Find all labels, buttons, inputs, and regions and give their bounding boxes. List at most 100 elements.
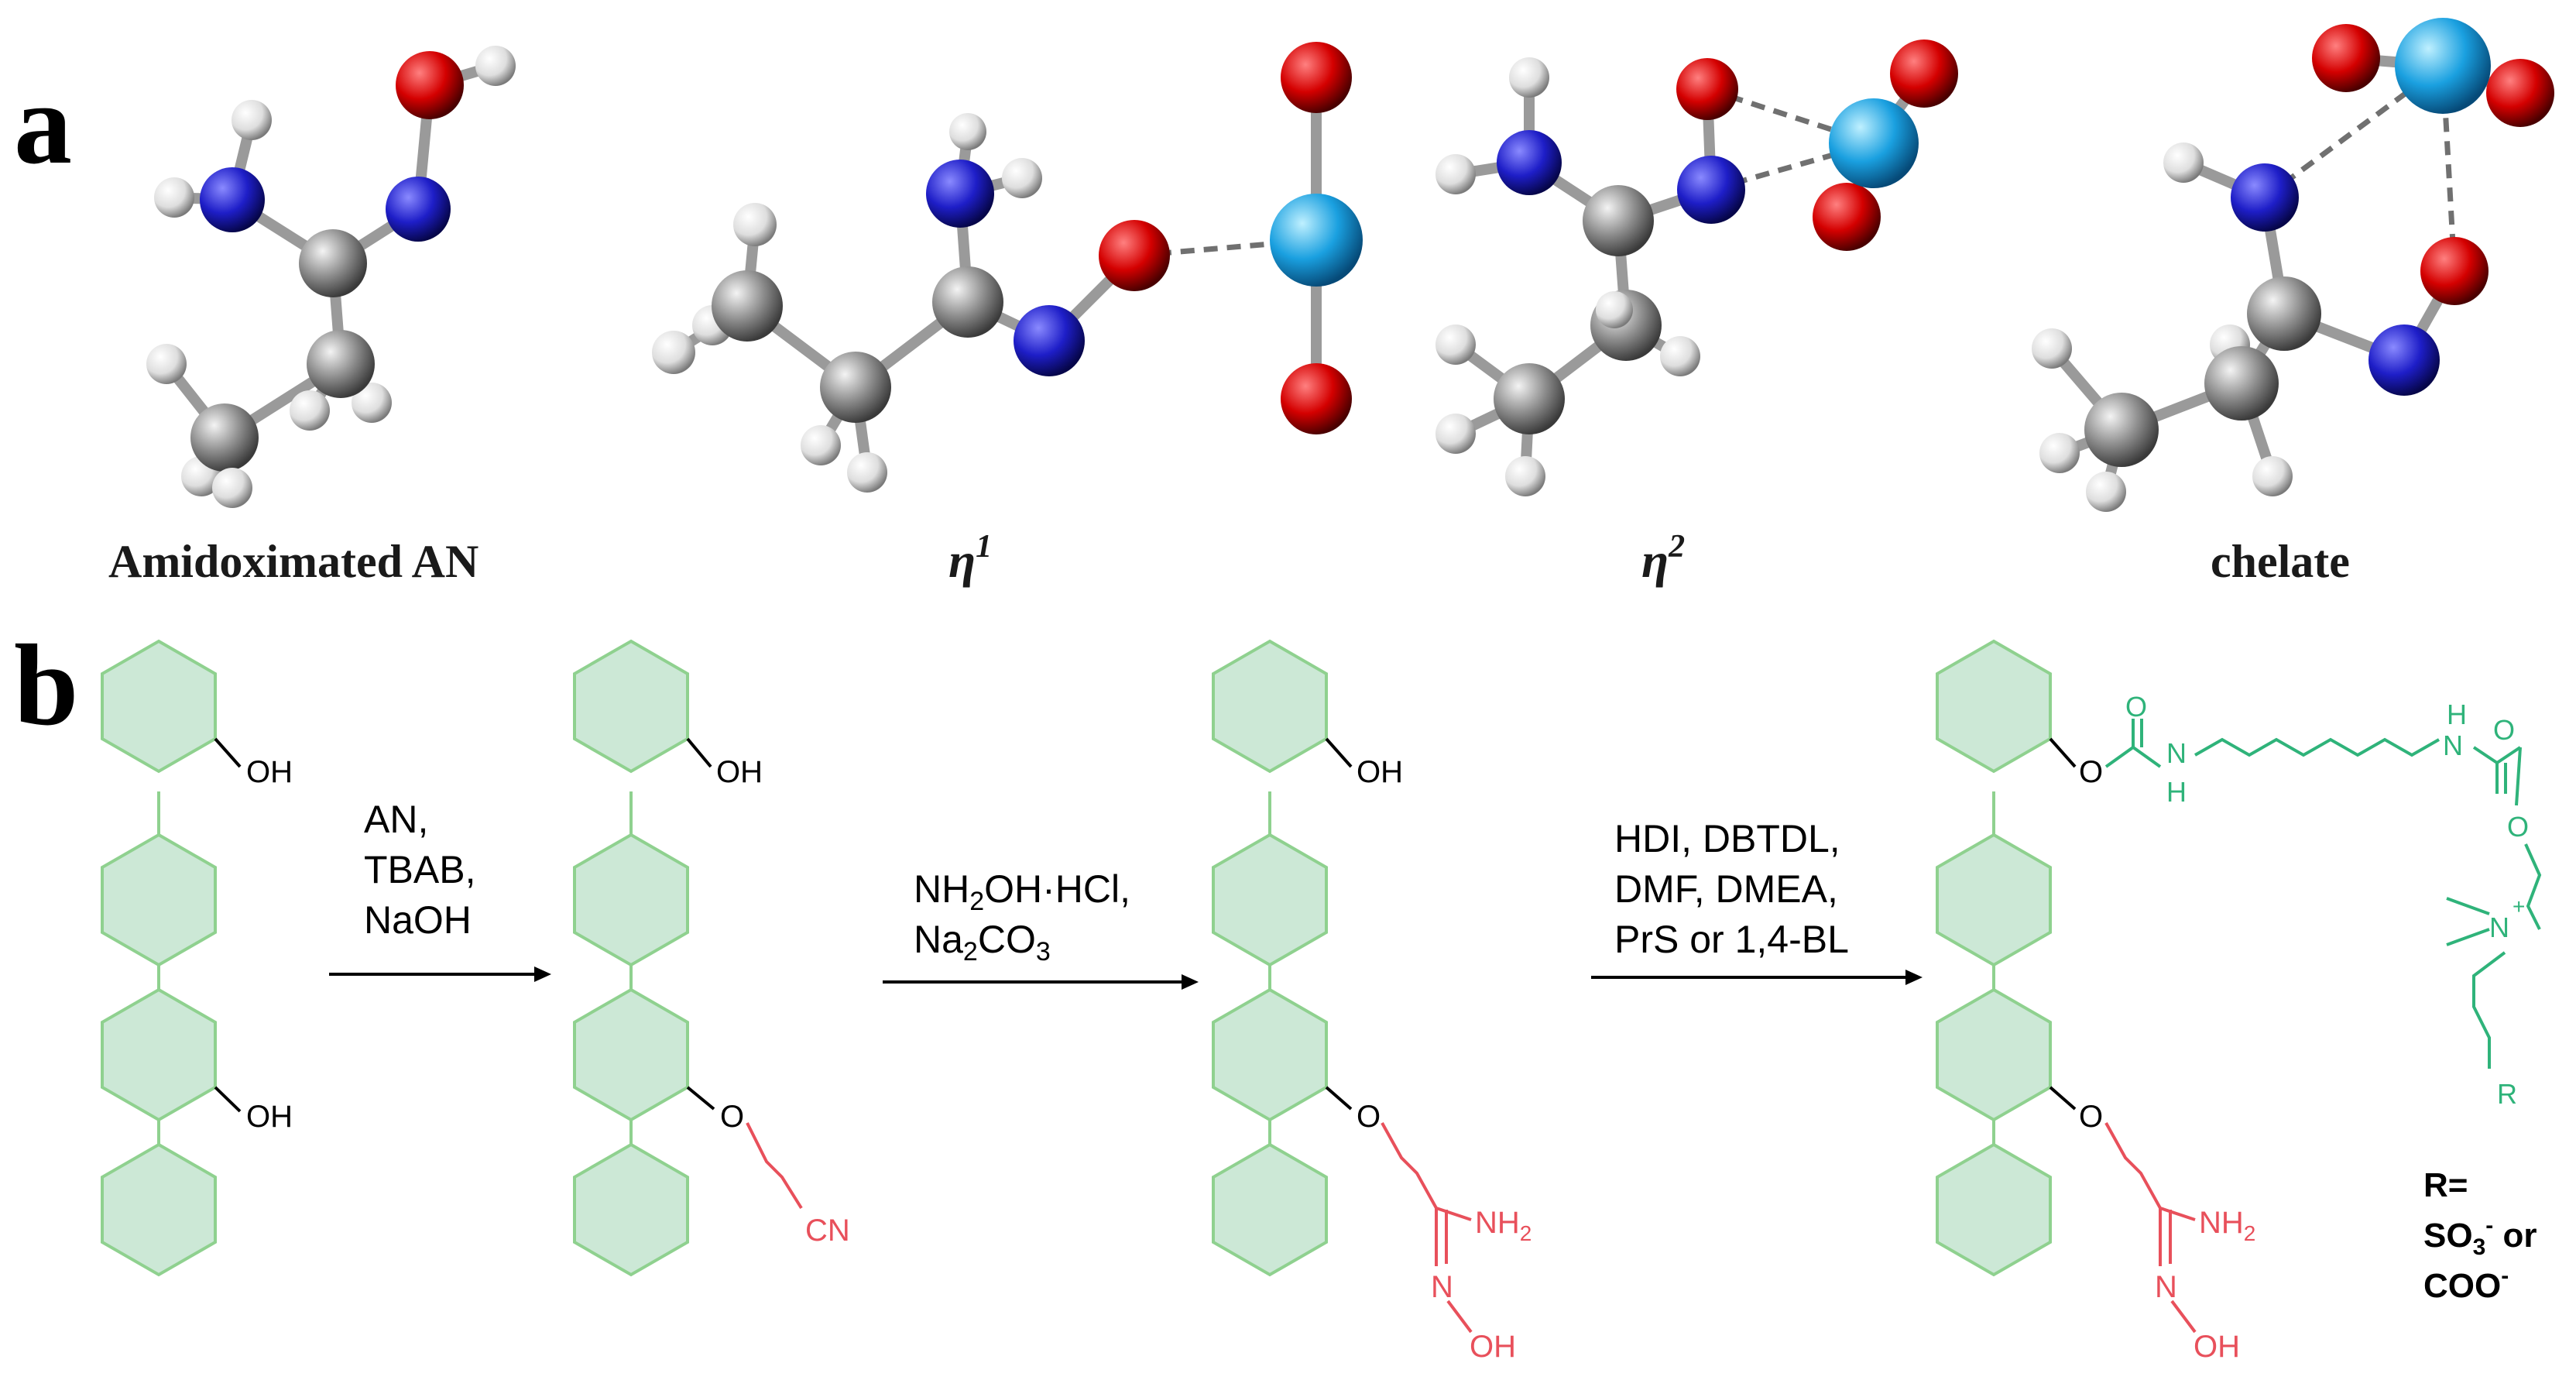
urethane-nitrogen: N <box>2443 730 2463 761</box>
carbamate-oxygen: O <box>2079 755 2103 789</box>
hydrogen-atom <box>1435 324 1476 365</box>
backbone-cyanoethylated <box>573 639 803 1277</box>
carbon-atom <box>2084 393 2159 467</box>
carbon-atom <box>1494 363 1565 434</box>
backbone-unmodified <box>101 639 242 1277</box>
hydrogen-atom <box>652 331 695 374</box>
backbone-amidoximated <box>1212 639 1473 1334</box>
reagent-line: NH2OH·HCl, <box>914 867 1130 916</box>
oxygen-atom <box>2312 24 2380 92</box>
ester-oxygen: O <box>2507 811 2529 843</box>
hydrogen-atom <box>2032 328 2072 369</box>
oxygen-atom <box>1281 363 1352 434</box>
r-note-line: SO3- or <box>2423 1213 2537 1260</box>
reaction-step-2: NH2OH·HCl, Na2CO3 <box>883 867 1199 990</box>
hydroxyl-group: OH <box>1357 755 1403 789</box>
label-eta2: η2 <box>1641 529 1685 588</box>
oxygen-atom <box>2420 237 2489 305</box>
ether-oxygen: O <box>2079 1100 2103 1134</box>
carbon-atom <box>932 266 1003 338</box>
oxime-nitrogen: N <box>2155 1270 2177 1304</box>
molecule-eta2-complex <box>1435 39 1958 496</box>
reagent-line: PrS or 1,4-BL <box>1614 918 1849 961</box>
hydroxyl-group: OH <box>716 755 763 789</box>
nitrogen-atom <box>200 167 265 232</box>
hydrogen-atom <box>2086 472 2126 512</box>
hydrogen-atom <box>475 46 516 86</box>
uranium-atom <box>2395 18 2491 114</box>
molecule-chelate-complex <box>2032 18 2554 512</box>
hydrogen-atom <box>1435 154 1476 194</box>
hydroxyl-group: OH <box>246 1100 293 1134</box>
molecule-eta1-complex <box>652 42 1363 493</box>
hydrogen-atom <box>1505 456 1545 496</box>
r-note-line: COO- <box>2423 1263 2509 1305</box>
reagent-line: AN, <box>364 798 428 841</box>
carbon-atom <box>2204 346 2279 421</box>
quaternary-nitrogen: N <box>2489 912 2509 943</box>
arrow-head <box>1182 974 1199 990</box>
label-amidoximated-an: Amidoximated AN <box>108 536 478 587</box>
ether-oxygen: O <box>1357 1100 1381 1134</box>
hydrogen-atom <box>212 468 252 508</box>
r-group-definition: R= SO3- or COO- <box>2423 1166 2537 1305</box>
oxygen-atom <box>1890 39 1958 108</box>
oxygen-atom <box>396 51 464 119</box>
carbon-atom <box>820 352 891 423</box>
hydrogen-atom <box>1509 57 1549 98</box>
nitrogen-atom <box>1677 156 1745 224</box>
carbon-atom <box>712 270 783 342</box>
eta1-superscript: 1 <box>976 529 992 565</box>
arrow-head <box>534 966 551 982</box>
oxygen-atom <box>1813 183 1881 251</box>
nitrogen-atom <box>1497 130 1562 195</box>
coordination-bond <box>2262 64 2445 200</box>
bonds <box>1450 72 1717 482</box>
oxygen-atom <box>1099 220 1170 291</box>
hydrogen-atom <box>290 390 330 431</box>
hydroxyl-group: OH <box>246 755 293 789</box>
hydrogen-atom <box>352 383 392 423</box>
nitrile-group: CN <box>805 1214 850 1248</box>
hydrogen-atom <box>801 425 841 465</box>
nitrogen-atom <box>1014 305 1085 376</box>
reagent-line: TBAB, <box>364 848 475 891</box>
hydrogen-atom <box>146 344 187 384</box>
carbonyl-oxygen: O <box>2493 714 2515 746</box>
carbon-atom <box>1583 185 1654 256</box>
hydrogen-atom <box>1660 336 1700 376</box>
hydrogen-atom <box>2039 433 2080 473</box>
hydrogen-atom <box>1596 291 1633 328</box>
hydrogen-atom <box>733 203 777 246</box>
r-substituent: R <box>2497 1078 2517 1110</box>
oxime-hydroxyl: OH <box>2194 1330 2240 1364</box>
carbon-atom <box>307 330 375 398</box>
hydrogen-atom <box>2252 456 2293 496</box>
oxygen-atom <box>1281 42 1352 113</box>
urethane-nitrogen: N <box>2166 737 2187 769</box>
urethane-hydrogen: H <box>2166 776 2187 808</box>
hydrogen-atom <box>1002 158 1042 198</box>
carbon-atom <box>2247 276 2321 351</box>
panel-a-letter: a <box>14 60 72 188</box>
panel-b-letter: b <box>14 621 78 750</box>
hydrogen-atom <box>1435 414 1476 454</box>
eta2-superscript: 2 <box>1668 529 1685 565</box>
hydrogen-atom <box>232 100 272 140</box>
nitrogen-atom <box>926 160 994 228</box>
positive-charge: + <box>2513 894 2525 918</box>
oxime-nitrogen: N <box>1431 1270 1453 1304</box>
nitrogen-atom <box>386 177 451 242</box>
hydrogen-atom <box>154 177 194 218</box>
oxygen-atom <box>2486 59 2554 127</box>
reagent-line: DMF, DMEA, <box>1614 867 1838 911</box>
label-eta1: η1 <box>948 529 992 588</box>
nitrogen-atom <box>2368 324 2440 396</box>
molecule-amidoximated-an <box>146 46 516 508</box>
hydrogen-atom <box>847 452 887 493</box>
r-note-line: R= <box>2423 1166 2468 1204</box>
reaction-step-3: HDI, DBTDL, DMF, DMEA, PrS or 1,4-BL <box>1591 817 1923 985</box>
ether-oxygen: O <box>720 1100 744 1134</box>
hydrogen-atom <box>2163 142 2204 183</box>
